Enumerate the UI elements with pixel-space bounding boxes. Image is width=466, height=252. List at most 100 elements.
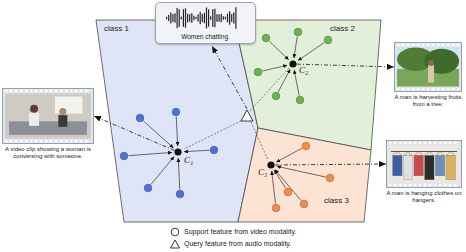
support-arrow xyxy=(294,70,299,96)
photo-hanger xyxy=(414,152,423,156)
video-frame: A video clip showing a woman is conversi… xyxy=(2,88,94,160)
assignment-arrow xyxy=(297,64,394,67)
video-frame: A man is harvesting fruits from a tree. xyxy=(394,42,462,108)
sprocket-hole xyxy=(75,90,77,92)
sprocket-hole xyxy=(434,142,436,144)
sprocket-hole xyxy=(452,88,454,90)
sprocket-hole xyxy=(419,142,421,144)
waveform-bar xyxy=(187,14,188,23)
sprocket-hole xyxy=(414,184,416,186)
sprocket-hole xyxy=(424,142,426,144)
waveform-bar xyxy=(181,17,182,20)
waveform-bar xyxy=(189,14,190,22)
sprocket-hole xyxy=(40,140,42,142)
support-arrow xyxy=(274,170,285,188)
sprocket-hole xyxy=(397,88,399,90)
sprocket-hole xyxy=(5,90,7,92)
query-distance xyxy=(184,121,241,149)
sprocket-hole xyxy=(389,184,391,186)
centroid-label: C₃ xyxy=(258,168,267,177)
photo-person xyxy=(428,60,434,66)
legend: Support feature from video modality.Quer… xyxy=(170,226,296,250)
assignment-arrow xyxy=(275,164,386,166)
support-arrow xyxy=(178,158,180,190)
video-caption: A video clip showing a woman is conversi… xyxy=(2,146,94,160)
centroid-dot xyxy=(267,161,275,169)
region-shape xyxy=(238,128,371,222)
waveform-bar xyxy=(210,16,211,19)
sprocket-hole xyxy=(10,90,12,92)
support-point xyxy=(296,96,304,104)
support-arrow xyxy=(278,69,290,92)
waveform-bar xyxy=(233,12,234,23)
query-triangle xyxy=(241,110,253,121)
waveform-bar xyxy=(219,14,220,21)
sprocket-hole xyxy=(437,44,439,46)
support-point xyxy=(176,190,184,198)
sprocket-hole xyxy=(419,184,421,186)
assignment-arrow xyxy=(94,116,174,150)
sprocket-hole xyxy=(15,90,17,92)
class-region: class 2C₂ xyxy=(234,20,381,150)
waveform-bar xyxy=(231,14,232,22)
photo-person xyxy=(59,108,66,115)
video-picture xyxy=(2,88,94,144)
photo-hanger xyxy=(436,152,445,156)
photo-rail xyxy=(391,151,457,152)
sprocket-hole xyxy=(45,140,47,142)
sprocket-hole xyxy=(444,142,446,144)
sprocket-hole xyxy=(402,88,404,90)
sprocket-hole xyxy=(394,142,396,144)
photo xyxy=(5,94,91,139)
photo-cloth xyxy=(446,156,455,180)
sprocket-hole xyxy=(35,90,37,92)
waveform-bar xyxy=(235,7,236,29)
sprocket-hole xyxy=(409,142,411,144)
video-picture xyxy=(394,42,462,92)
sprocket-hole xyxy=(417,44,419,46)
centroid: C₁ xyxy=(174,148,182,156)
waveform-bar xyxy=(202,14,203,22)
film-frame xyxy=(387,141,462,188)
photo-cloth xyxy=(403,156,412,180)
waveform-bar xyxy=(168,15,169,21)
sprocket-hole xyxy=(429,184,431,186)
sprocket-hole xyxy=(407,44,409,46)
sprocket-hole xyxy=(55,140,57,142)
sprocket-hole xyxy=(422,88,424,90)
waveform-bar xyxy=(191,13,192,23)
sprocket-hole xyxy=(449,184,451,186)
photo-cloth xyxy=(393,156,402,176)
sprocket-hole xyxy=(424,184,426,186)
sprocket-hole xyxy=(25,90,27,92)
legend-circle xyxy=(171,228,179,236)
support-arrow xyxy=(143,121,173,148)
audio-box: Women chatting. xyxy=(155,2,256,44)
support-arrow xyxy=(276,148,302,162)
photo xyxy=(389,146,459,183)
sprocket-hole xyxy=(427,88,429,90)
class-label: class 1 xyxy=(104,24,129,34)
waveform-bar xyxy=(166,17,167,19)
support-arrow xyxy=(277,166,326,177)
support-point xyxy=(272,204,280,212)
support-arrow xyxy=(298,43,324,61)
sprocket-hole xyxy=(394,184,396,186)
support-arrow xyxy=(262,65,287,71)
support-point xyxy=(326,174,334,182)
sprocket-hole xyxy=(437,88,439,90)
legend-row: Support feature from video modality. xyxy=(170,226,296,238)
legend-text: Support feature from video modality. xyxy=(184,228,296,236)
region-shape xyxy=(234,20,381,150)
sprocket-hole xyxy=(457,44,459,46)
waveform-bar xyxy=(174,13,175,22)
sprocket-hole xyxy=(25,140,27,142)
support-arrow xyxy=(272,171,276,204)
sprocket-hole xyxy=(447,88,449,90)
support-point xyxy=(136,114,144,122)
video-frame: A man is hanging clothes on hangers. xyxy=(386,140,462,204)
waveform-bar xyxy=(214,9,215,28)
legend-sample xyxy=(170,239,180,249)
support-arrow xyxy=(176,116,177,146)
